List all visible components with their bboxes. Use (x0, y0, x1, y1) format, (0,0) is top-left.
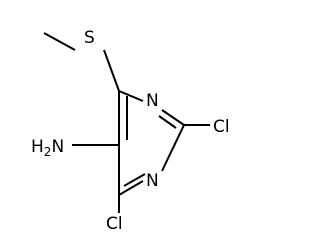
atom-chlorine-bottom: Cl (106, 214, 123, 234)
bond-c6-n1 (118, 90, 144, 102)
atom-labels: S N N H2N Cl Cl (31, 28, 230, 234)
structure-diagram: S N N H2N Cl Cl (31, 28, 230, 234)
bond-c2-n3 (161, 124, 185, 172)
bond-n1-c2-inner (158, 115, 177, 129)
atom-nitrogen-lower: N (146, 171, 159, 191)
amine-subscript: 2 (44, 145, 52, 159)
bond-n3-c4 (118, 180, 144, 196)
amine-label: H (31, 137, 44, 157)
bonds (43, 32, 210, 213)
bond-sulfur-c6 (103, 49, 120, 92)
atom-nitrogen-upper: N (146, 91, 159, 111)
bond-n3-c4-inner (123, 173, 146, 187)
bond-n1-c2 (161, 109, 185, 126)
amine-nitrogen: N (51, 137, 64, 157)
atom-chlorine-right: Cl (213, 117, 230, 137)
atom-amine: H2N (31, 137, 64, 159)
atom-sulfur: S (84, 28, 95, 48)
bond-methyl-sulfur (43, 32, 76, 51)
